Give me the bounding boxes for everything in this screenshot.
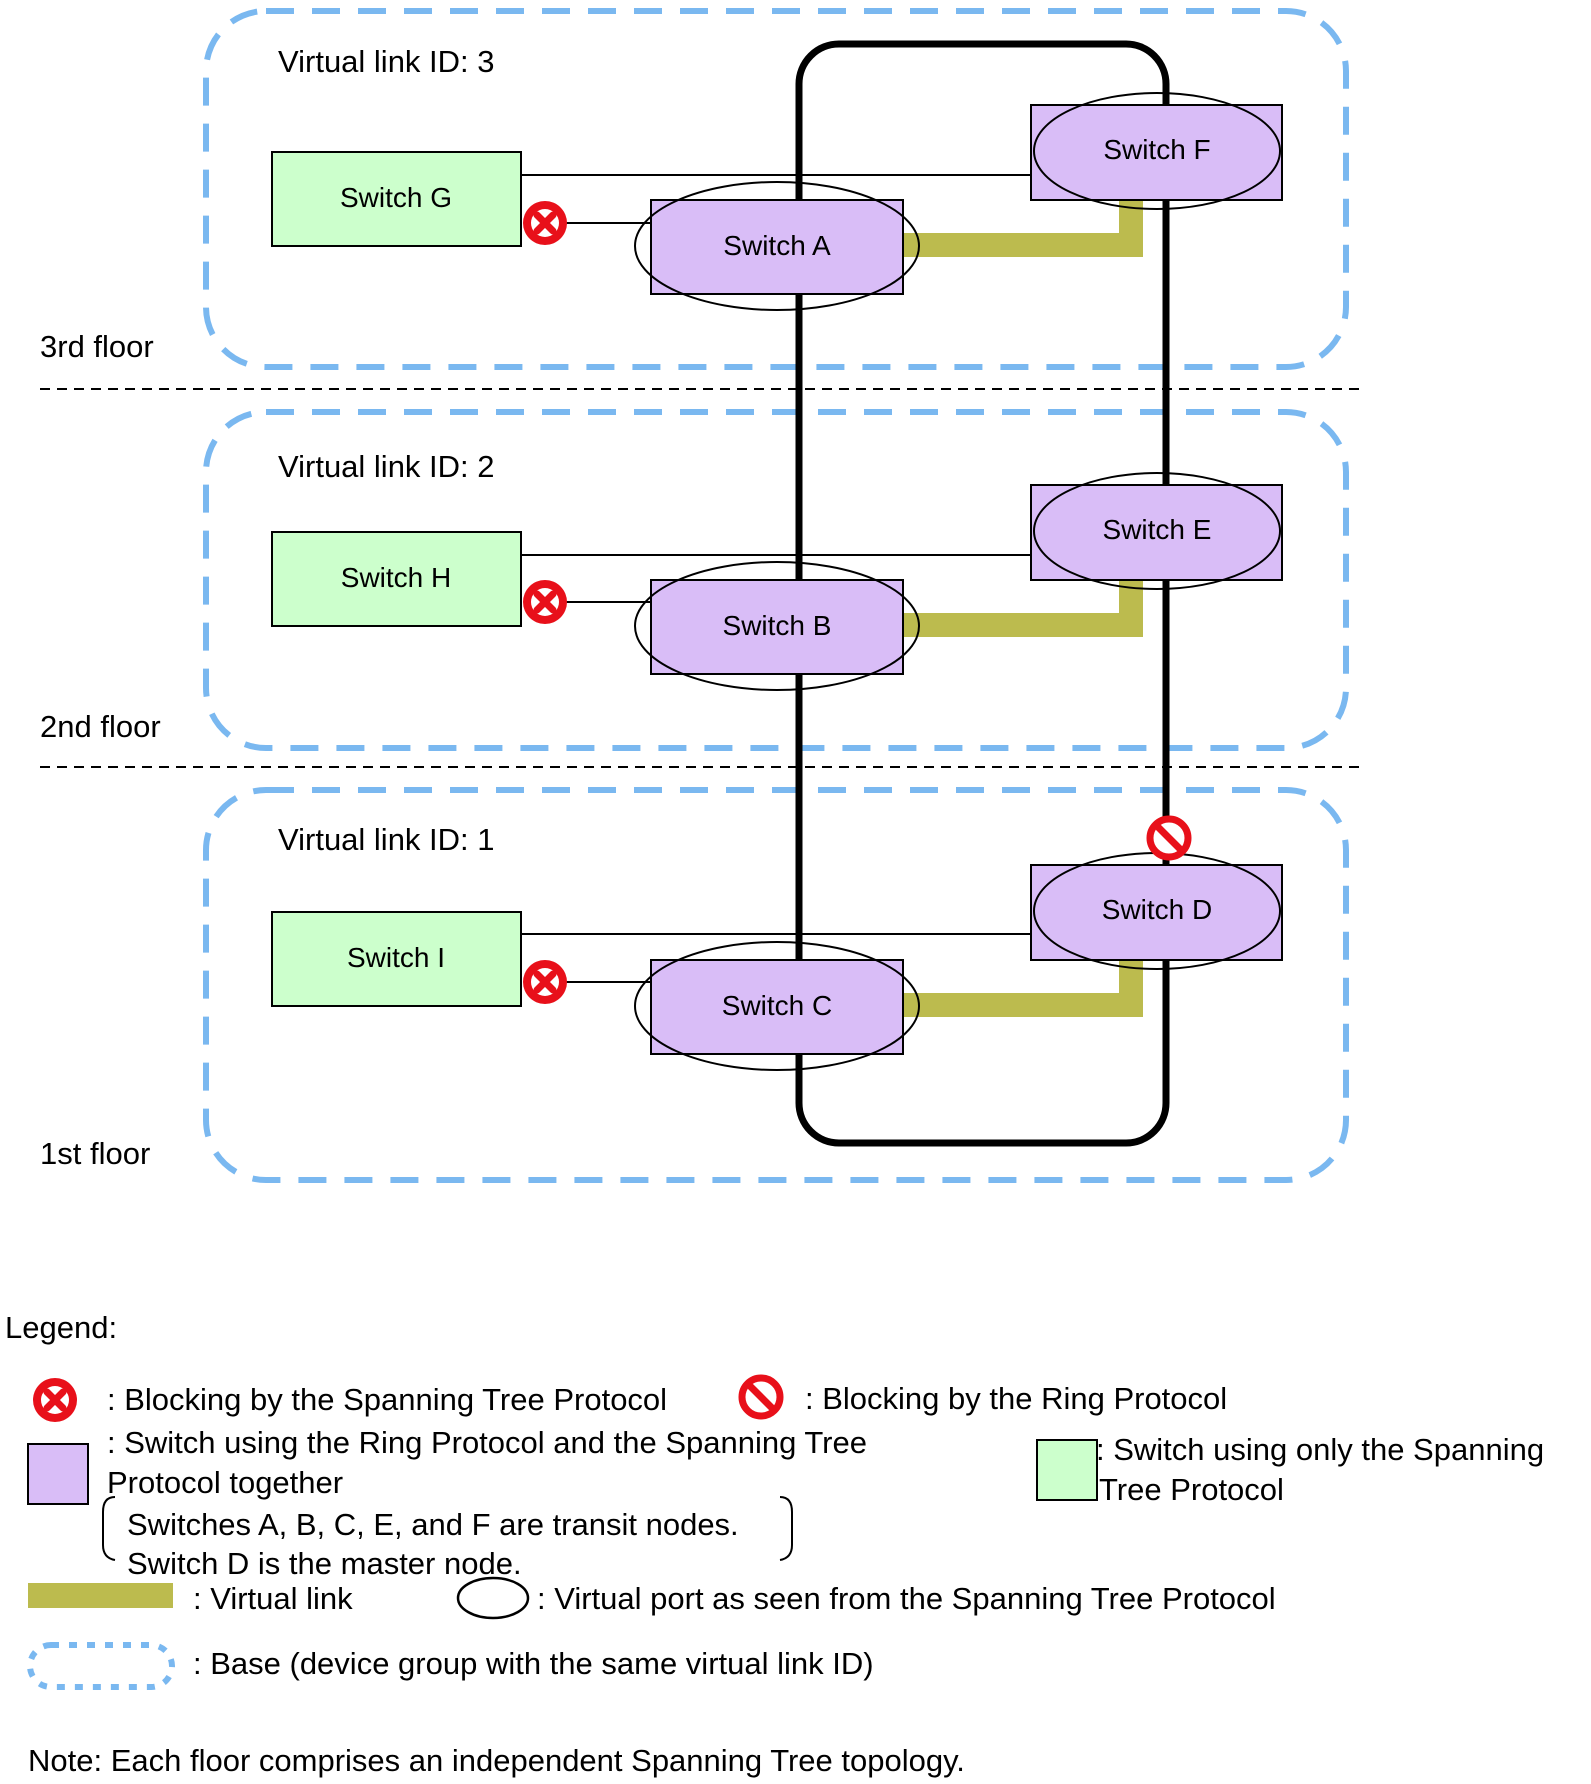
legend-bracket-right — [779, 1496, 793, 1561]
legend-virtual-port-icon — [456, 1576, 530, 1620]
switch-b: Switch B — [634, 561, 920, 691]
legend-stp-block-text: : Blocking by the Spanning Tree Protocol — [107, 1382, 667, 1417]
switch-a-label: Switch A — [723, 230, 831, 261]
legend-transit-note: Switches A, B, C, E, and F are transit n… — [127, 1507, 739, 1542]
ring-blocking-icon — [1146, 815, 1192, 861]
virtual-link-id-1: Virtual link ID: 1 — [278, 822, 495, 857]
virtual-link-2 — [903, 580, 1143, 637]
footnote: Note: Each floor comprises an independen… — [28, 1743, 965, 1778]
base-1st-floor — [203, 787, 1349, 1183]
legend-bracket-left — [102, 1496, 116, 1561]
virtual-port-f — [1033, 92, 1281, 210]
switch-h-label: Switch H — [341, 562, 451, 593]
switch-e-label: Switch E — [1103, 514, 1212, 545]
floor-label-3rd: 3rd floor — [40, 329, 154, 364]
switch-f-label: Switch F — [1103, 134, 1210, 165]
virtual-link-3 — [903, 200, 1143, 257]
virtual-port-b — [634, 561, 920, 691]
switch-f: Switch F — [1030, 92, 1283, 210]
switch-g: Switch G — [271, 151, 522, 247]
switch-g-label: Switch G — [340, 182, 452, 213]
switch-i: Switch I — [271, 911, 522, 1007]
legend-ring-stp-switch-text-2: Protocol together — [107, 1465, 343, 1500]
base-3rd-floor — [203, 8, 1349, 370]
virtual-link-1 — [903, 960, 1143, 1017]
base-2nd-floor — [203, 409, 1349, 751]
switch-c: Switch C — [634, 941, 920, 1071]
virtual-port-e — [1033, 472, 1281, 590]
legend-stp-only-switch-swatch — [1036, 1439, 1098, 1501]
legend-virtual-link-swatch — [28, 1583, 173, 1608]
legend-base-icon — [27, 1642, 175, 1690]
legend-base-text: : Base (device group with the same virtu… — [193, 1646, 874, 1681]
legend-stp-only-text-1: : Switch using only the Spanning — [1096, 1432, 1544, 1467]
switch-i-label: Switch I — [347, 942, 445, 973]
legend-virtual-port-text: : Virtual port as seen from the Spanning… — [537, 1581, 1276, 1616]
legend-stp-only-text-2: Tree Protocol — [1099, 1472, 1284, 1507]
switch-d: Switch D — [1030, 852, 1283, 970]
stp-blocking-icon — [523, 201, 567, 245]
virtual-link-id-3: Virtual link ID: 3 — [278, 44, 495, 79]
legend-title: Legend: — [5, 1310, 117, 1345]
switch-h: Switch H — [271, 531, 522, 627]
legend-ring-block-text: : Blocking by the Ring Protocol — [805, 1381, 1227, 1416]
switch-c-label: Switch C — [722, 990, 832, 1021]
legend-master-note: Switch D is the master node. — [127, 1546, 522, 1581]
legend-ring-block-icon — [738, 1374, 784, 1420]
legend-ring-stp-switch-swatch — [27, 1443, 89, 1505]
legend-ring-stp-switch-text-1: : Switch using the Ring Protocol and the… — [107, 1425, 867, 1460]
switch-a: Switch A — [634, 181, 920, 311]
floor-label-1st: 1st floor — [40, 1136, 150, 1171]
stp-blocking-icon — [523, 580, 567, 624]
virtual-port-c — [634, 941, 920, 1071]
switch-e: Switch E — [1030, 472, 1283, 590]
stp-blocking-icon — [523, 960, 567, 1004]
stp-links — [521, 174, 1031, 983]
floor-label-2nd: 2nd floor — [40, 709, 161, 744]
switch-b-label: Switch B — [723, 610, 832, 641]
virtual-port-a — [634, 181, 920, 311]
virtual-link-id-2: Virtual link ID: 2 — [278, 449, 495, 484]
legend-stp-block-icon — [33, 1378, 77, 1422]
switch-d-label: Switch D — [1102, 894, 1212, 925]
legend-virtual-link-text: : Virtual link — [193, 1581, 353, 1616]
